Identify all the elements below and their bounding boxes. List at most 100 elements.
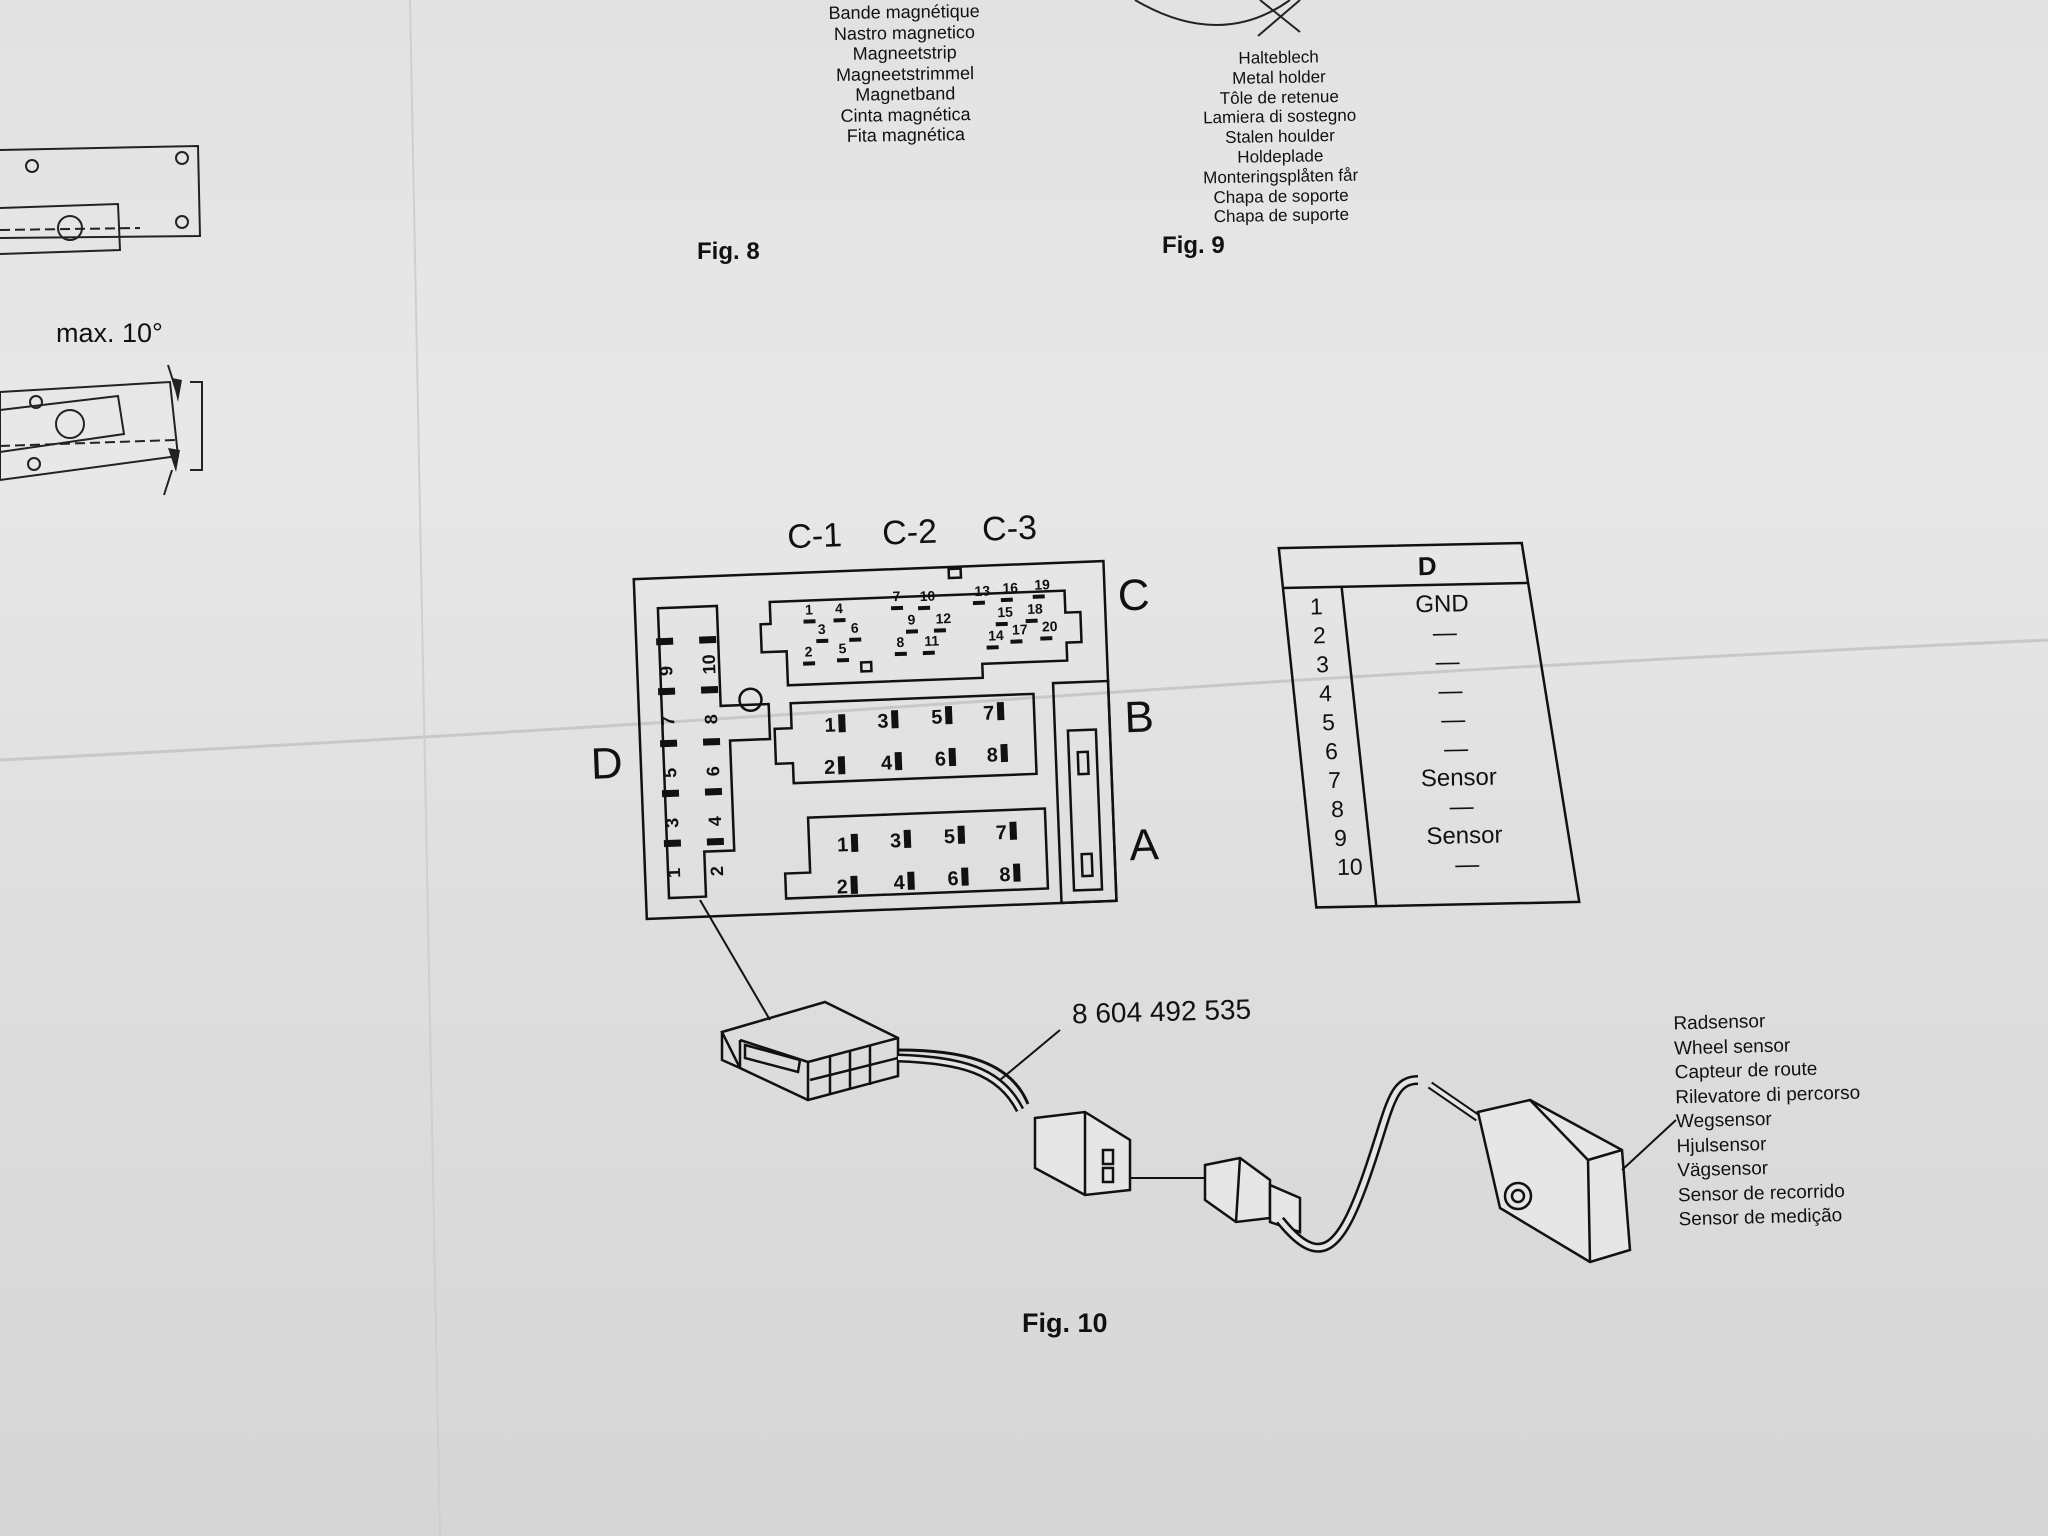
c-pin-4: 4 <box>835 600 844 616</box>
c-pin-1-contact <box>803 619 816 624</box>
c-pin-12: 12 <box>935 610 951 627</box>
c-pin-16-contact <box>1000 597 1013 603</box>
b-pin-5: 5 <box>931 706 943 728</box>
b-pin-4: 4 <box>881 752 894 774</box>
b-pin-7: 7 <box>983 702 995 724</box>
d-pin-contact <box>706 837 725 846</box>
fig9-caption: Fig. 9 <box>1162 232 1225 259</box>
iso-connector-drawing: 1234567891011121314151617181920123456781… <box>590 509 1160 921</box>
angle-arrow-head <box>172 378 182 402</box>
c-block <box>759 589 1083 687</box>
table-signal: — <box>1455 851 1480 878</box>
c-pin-17-contact <box>1010 639 1023 644</box>
c-pin-20: 20 <box>1042 618 1058 635</box>
c-pin-1: 1 <box>805 601 814 617</box>
table-signal: — <box>1449 793 1474 820</box>
right-slot-key <box>1076 750 1090 776</box>
paper-fold-vertical <box>409 0 441 1536</box>
inline-plug-female <box>1203 1156 1302 1234</box>
c-pin-18: 18 <box>1027 600 1043 617</box>
b-pin-contact <box>894 751 903 771</box>
a-pin-contact <box>1012 863 1021 882</box>
c-pin-20-contact <box>1040 636 1053 641</box>
c-pin-7-contact <box>890 605 904 611</box>
c-block-key <box>859 660 873 673</box>
c-pin-19-contact <box>1032 594 1045 599</box>
a-pin-contact <box>903 829 912 848</box>
c-pin-7: 7 <box>892 588 901 604</box>
bracket-drawing-tilted <box>0 364 203 496</box>
table-signal: — <box>1444 735 1469 762</box>
table-signal: — <box>1438 677 1463 704</box>
a-pin-contact <box>850 875 859 895</box>
c-pin-9-contact <box>905 629 919 634</box>
b-pin-contact <box>837 756 846 775</box>
group-label-c2: C-2 <box>881 512 937 552</box>
table-frame <box>1277 541 1581 909</box>
a-pin-1: 1 <box>837 834 849 856</box>
c-pin-16: 16 <box>1002 579 1018 596</box>
d-pin-6: 6 <box>703 766 723 777</box>
table-pin-number: 3 <box>1316 651 1329 677</box>
d-pin-contact <box>657 687 676 696</box>
a-pin-contact <box>1009 821 1018 840</box>
table-column-rule <box>1340 586 1378 907</box>
c-pin-5-contact <box>836 657 850 663</box>
table-pin-number: 2 <box>1313 622 1326 648</box>
fig8-caption: Fig. 8 <box>697 238 760 265</box>
polarizing-hole <box>738 687 763 713</box>
b-pin-contact <box>996 702 1005 721</box>
c-pin-9: 9 <box>907 611 916 627</box>
c-pin-8-contact <box>894 651 907 657</box>
group-label-c1: C-1 <box>787 516 843 556</box>
adapter-plug <box>720 1000 900 1102</box>
d-pin-contact <box>663 839 682 848</box>
b-pin-3: 3 <box>877 710 889 732</box>
b-block <box>773 692 1038 785</box>
table-signal: — <box>1441 706 1466 733</box>
table-pin-number: 10 <box>1337 853 1363 880</box>
side-label-c: C <box>1117 570 1151 620</box>
leader-line-part-number <box>999 1029 1061 1081</box>
a-pin-contact <box>907 871 915 890</box>
c-pin-6: 6 <box>850 620 859 636</box>
a-pin-5: 5 <box>943 826 955 848</box>
a-pin-2: 2 <box>836 876 848 898</box>
table-header-rule <box>1282 581 1528 590</box>
a-pin-3: 3 <box>890 830 902 852</box>
b-pin-8: 8 <box>986 744 998 766</box>
c-pin-6-contact <box>849 637 862 642</box>
bracket-drawing-top <box>0 144 202 255</box>
c-pin-14-contact <box>986 645 999 650</box>
d-pin-3: 3 <box>662 817 682 828</box>
a-pin-8: 8 <box>999 864 1011 886</box>
right-slot-key <box>1080 852 1094 878</box>
c-pin-13: 13 <box>974 582 990 599</box>
c-pin-17: 17 <box>1012 621 1028 638</box>
a-pin-6: 6 <box>947 868 959 890</box>
c-pin-13-contact <box>972 600 986 606</box>
c-pin-11-contact <box>922 650 935 656</box>
d-pin-contact <box>700 685 719 694</box>
max-angle-label: max. 10° <box>56 318 163 348</box>
fig10-caption: Fig. 10 <box>1022 1308 1108 1338</box>
b-pin-1: 1 <box>824 715 836 737</box>
b-pin-6: 6 <box>934 748 946 770</box>
d-pin-contact <box>702 737 721 746</box>
c-pin-19: 19 <box>1034 576 1050 593</box>
a-pin-7: 7 <box>995 822 1007 844</box>
c-pin-10: 10 <box>919 588 935 605</box>
table-pin-number: 9 <box>1334 825 1347 851</box>
d-block <box>656 604 772 900</box>
paper-fold-horizontal <box>0 638 2048 762</box>
b-pin-contact <box>944 706 953 725</box>
c-pin-2: 2 <box>804 643 813 659</box>
d-pin-8: 8 <box>701 714 721 725</box>
angle-arrow-head <box>168 448 180 472</box>
group-label-c3: C-3 <box>981 509 1037 549</box>
d-pin-contact <box>659 739 678 748</box>
a-pin-4: 4 <box>893 872 906 894</box>
